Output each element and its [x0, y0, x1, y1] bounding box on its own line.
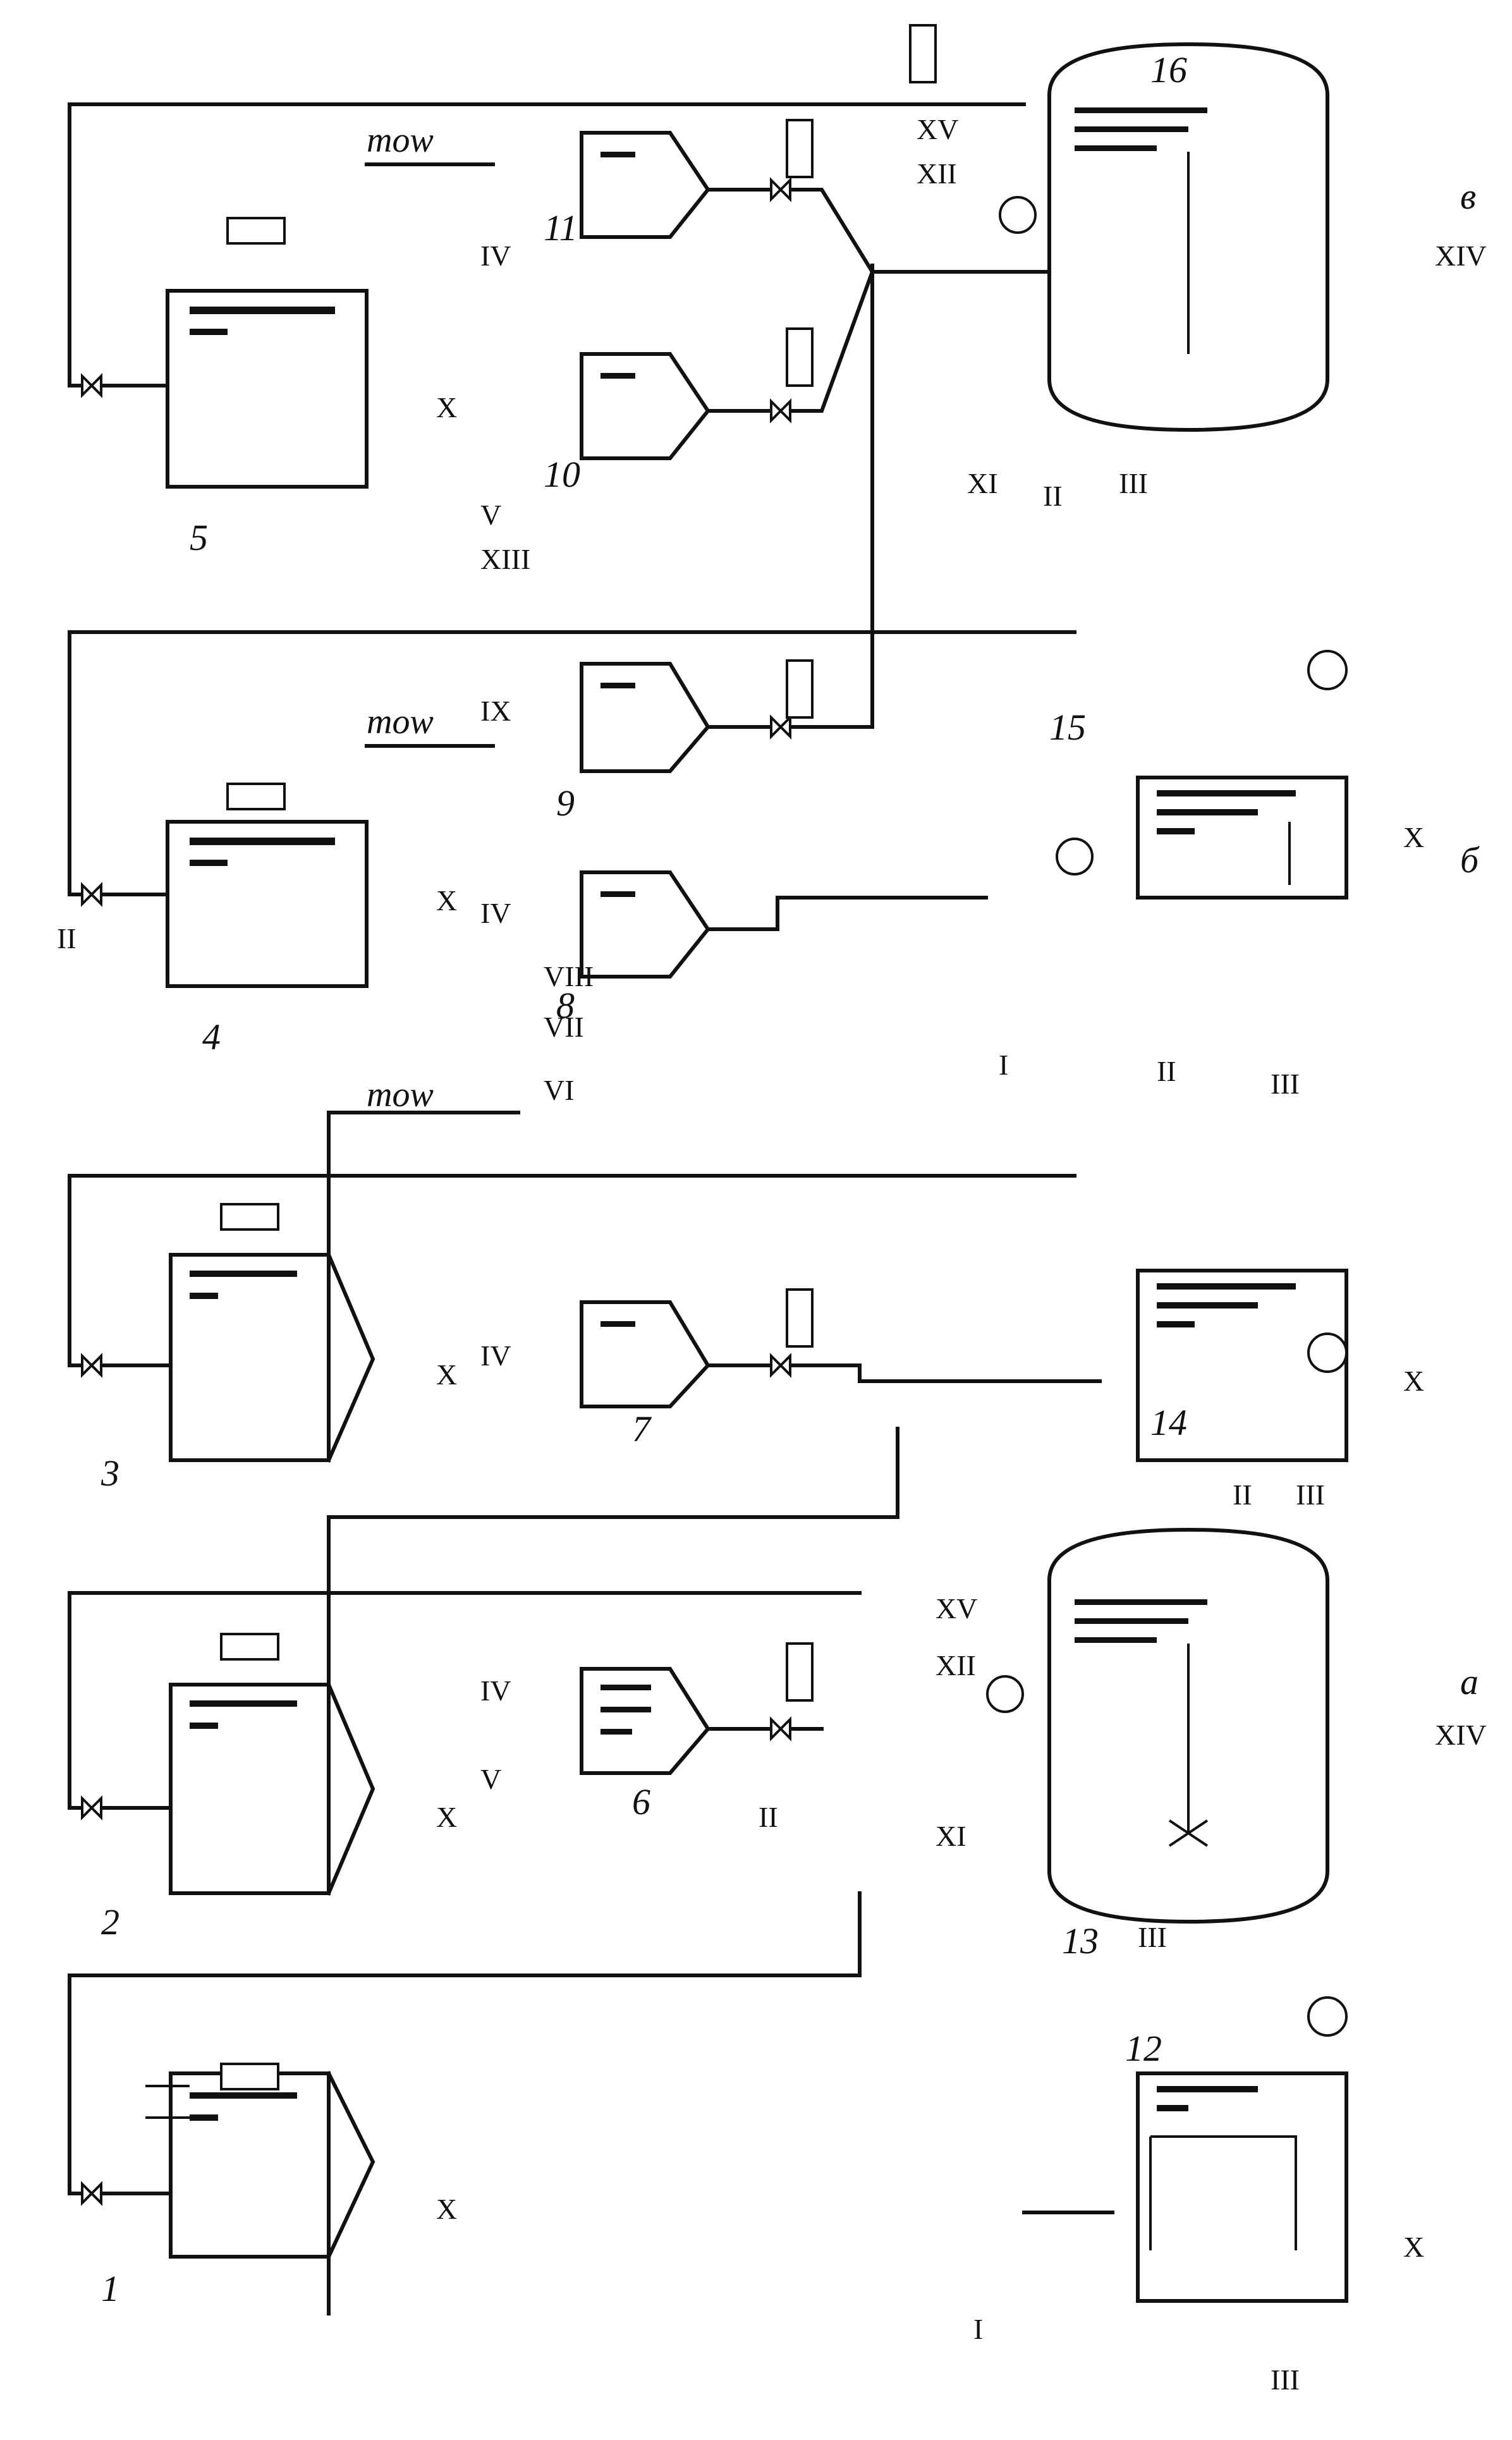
hopper-7	[580, 1300, 1102, 1408]
label-vessel-9: 9	[556, 783, 575, 824]
vent-line-3	[327, 1111, 520, 1456]
stream-ii-15: II	[1157, 1055, 1176, 1087]
hopper-11	[580, 131, 1051, 274]
stream-x-4: X	[436, 884, 457, 917]
stream-ii-4: II	[57, 922, 76, 955]
stream-ii-6: II	[759, 1801, 778, 1833]
reactor-15	[1136, 776, 1348, 900]
stream-iii-14: III	[1296, 1479, 1325, 1511]
stream-xii-13: XII	[936, 1649, 976, 1681]
stream-iii-16: III	[1119, 467, 1148, 499]
stream-iv-7: IV	[480, 1339, 511, 1372]
stream-ii-16: II	[1043, 480, 1063, 512]
stream-i-15: I	[999, 1049, 1008, 1081]
stream-x-1: X	[436, 2193, 457, 2225]
tank-2	[68, 1427, 899, 1896]
stream-v-6: V	[480, 1763, 501, 1795]
stream-xi-13: XI	[936, 1820, 966, 1852]
label-vessel-2: 2	[101, 1901, 119, 1943]
label-vessel-15: 15	[1049, 707, 1086, 748]
label-vessel-8: 8	[556, 985, 575, 1026]
sensor-13	[986, 1675, 1024, 1713]
stream-iv-11: IV	[480, 240, 511, 272]
stream-iv-8: IV	[480, 897, 511, 929]
reactor-16	[1047, 42, 1330, 432]
stream-iii-15: III	[1271, 1068, 1300, 1100]
stream-xiii-10: XIII	[480, 543, 530, 575]
stream-ix-9: IX	[480, 695, 511, 727]
stream-x-3: X	[436, 1358, 457, 1391]
label-vessel-16: 16	[1150, 49, 1187, 90]
stream-xv-16: XV	[917, 113, 958, 145]
panel-label-b: б	[1460, 839, 1480, 881]
label-vessel-14: 14	[1150, 1402, 1187, 1443]
stream-xi-16: XI	[967, 467, 998, 499]
stream-x-15: X	[1403, 821, 1424, 853]
stream-v-10: V	[480, 499, 501, 531]
sensor-15	[1056, 838, 1094, 875]
stream-x-14: X	[1403, 1365, 1424, 1397]
stream-xii-16: XII	[917, 157, 957, 190]
stream-viii: VIII	[544, 960, 594, 992]
stream-iii-13: III	[1138, 1921, 1167, 1953]
valve-group	[81, 177, 791, 2206]
pump-14	[1307, 1333, 1348, 1373]
vent-label-3: mow	[367, 1075, 434, 1114]
stream-x-5: X	[436, 391, 457, 424]
tank-1	[68, 1891, 862, 2315]
stream-xv-13: XV	[936, 1592, 977, 1625]
reactor-13	[1047, 1527, 1330, 1924]
stream-x-12: X	[1403, 2231, 1424, 2263]
label-vessel-4: 4	[202, 1016, 221, 1058]
vessel-12	[1022, 2071, 1348, 2303]
pump-15	[1307, 650, 1348, 690]
label-vessel-13: 13	[1062, 1920, 1099, 1961]
label-vessel-10: 10	[544, 454, 580, 495]
label-vessel-1: 1	[101, 2268, 119, 2309]
stream-vi: VI	[544, 1074, 575, 1106]
hopper-6	[580, 1667, 824, 1775]
vent-label-5: mow	[367, 121, 434, 160]
label-vessel-3: 3	[101, 1453, 119, 1494]
pump-12	[1307, 1996, 1348, 2037]
stream-iv-6: IV	[480, 1674, 511, 1707]
stream-ii-14: II	[1233, 1479, 1252, 1511]
stream-iii-12: III	[1271, 2364, 1300, 2396]
panel-label-a: а	[1460, 1661, 1478, 1702]
label-vessel-7: 7	[632, 1408, 652, 1449]
hopper-8	[580, 870, 988, 979]
panel-label-c: в	[1460, 176, 1476, 217]
stream-xiv-13: XIV	[1435, 1719, 1487, 1751]
hopper-10	[580, 269, 875, 460]
stream-x-2: X	[436, 1801, 457, 1833]
label-vessel-5: 5	[190, 517, 208, 558]
label-vessel-11: 11	[544, 207, 578, 248]
sensor-16	[999, 196, 1037, 234]
vessel-14	[1136, 1269, 1348, 1462]
regulator-boxes	[220, 24, 937, 2090]
stream-i-12: I	[973, 2313, 983, 2345]
hopper-9	[580, 264, 874, 773]
tank-4	[68, 630, 1076, 988]
tank-3	[68, 1174, 1076, 1463]
tank-5	[68, 102, 1026, 489]
label-vessel-12: 12	[1125, 2028, 1162, 2069]
stream-vii: VII	[544, 1011, 584, 1043]
label-vessel-6: 6	[632, 1781, 650, 1822]
vent-label-4: mow	[367, 702, 434, 741]
stream-xiv-16: XIV	[1435, 240, 1487, 272]
